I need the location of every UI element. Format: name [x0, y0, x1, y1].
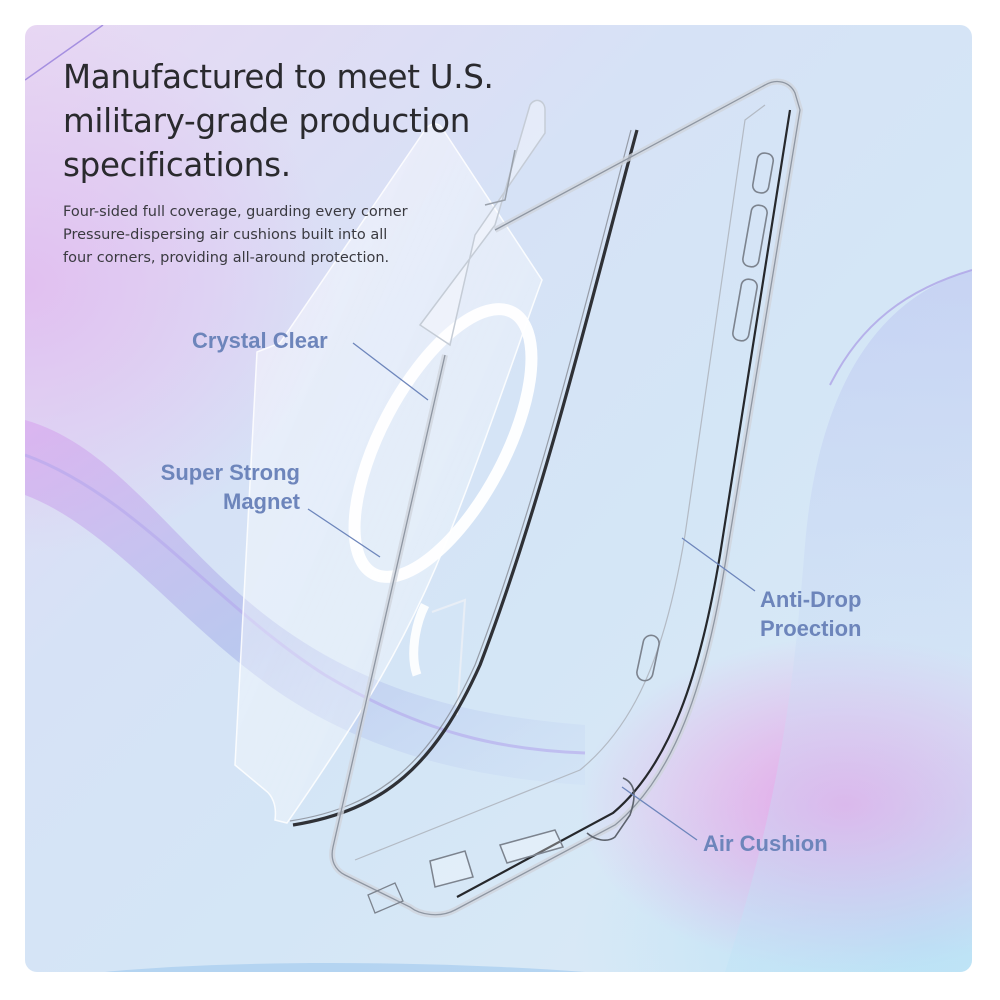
- callout-leader-lines: [307, 342, 756, 841]
- callout-label-line-1: Super Strong: [160, 460, 300, 485]
- callout-label-line-2: Proection: [760, 616, 862, 641]
- product-feature-card: Manufactured to meet U.S. military-grade…: [25, 25, 972, 972]
- headline: Manufactured to meet U.S. military-grade…: [63, 55, 583, 187]
- callout-crystal-clear: Crystal Clear: [192, 326, 328, 355]
- callout-label-line-2: Magnet: [223, 489, 300, 514]
- case-frame: [329, 78, 804, 918]
- callout-air-cushion: Air Cushion: [703, 829, 828, 858]
- case-back-panel: [234, 123, 543, 824]
- description-line-1: Four-sided full coverage, guarding every…: [63, 204, 408, 220]
- headline-line-2: military-grade production: [63, 102, 471, 140]
- callout-label-line-1: Anti-Drop: [760, 587, 862, 612]
- description: Four-sided full coverage, guarding every…: [63, 201, 533, 270]
- callout-label: Crystal Clear: [192, 328, 328, 353]
- callout-super-strong-magnet: Super Strong Magnet: [135, 458, 300, 516]
- description-line-3: four corners, providing all-around prote…: [63, 250, 390, 266]
- callout-label: Air Cushion: [703, 831, 828, 856]
- headline-line-1: Manufactured to meet U.S.: [63, 58, 494, 96]
- callout-anti-drop-protection: Anti-Drop Proection: [760, 585, 861, 643]
- headline-line-3: specifications.: [63, 146, 291, 184]
- background-swoosh-illustration: [25, 25, 972, 972]
- description-line-2: Pressure-dispersing air cushions built i…: [63, 227, 388, 243]
